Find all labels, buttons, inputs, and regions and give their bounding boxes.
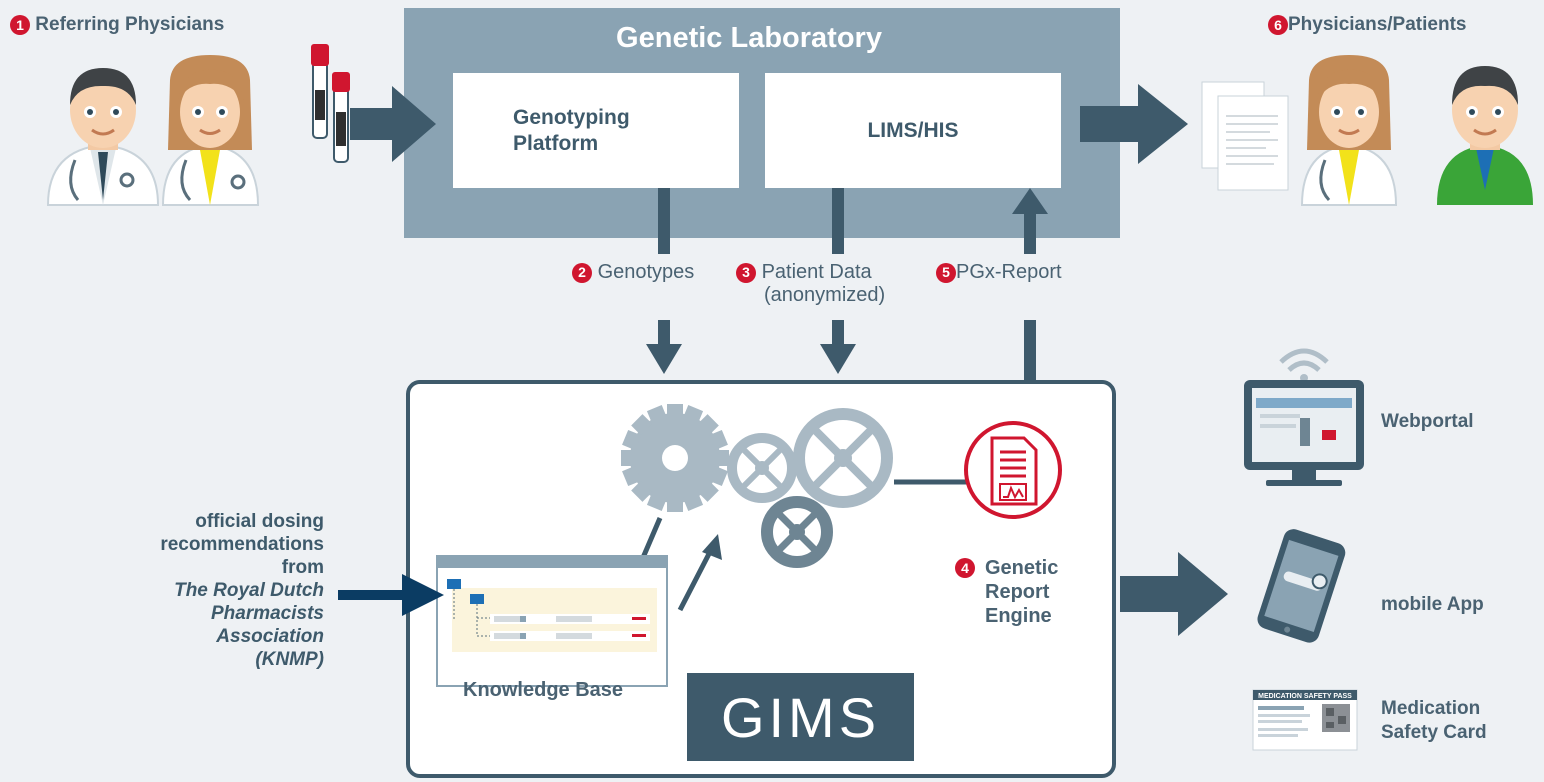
- step-badge: 1: [10, 14, 30, 35]
- gear-small-icon: [727, 433, 797, 503]
- doctor-female-icon: [161, 55, 260, 206]
- mobile-phone-icon: [1257, 529, 1346, 643]
- step-badge: 3: [736, 262, 756, 283]
- step-badge: 4: [955, 558, 975, 578]
- step-badge: 5: [936, 262, 956, 283]
- lims-his-box: LIMS/HIS: [765, 73, 1061, 188]
- gims-output-arrow: [1120, 552, 1228, 636]
- genotypes-label: 2 Genotypes: [572, 261, 694, 284]
- knowledge-base-label: Knowledge Base: [463, 679, 624, 701]
- physician-female-icon: [1300, 55, 1398, 206]
- step-badge: 6: [1268, 14, 1288, 35]
- input-arrow: [350, 86, 436, 162]
- genetic-report-engine-label: 4 Genetic Report Engine: [955, 556, 1058, 628]
- knmp-arrow: [402, 574, 444, 616]
- safety-card-label: Medication Safety Card: [1381, 698, 1487, 743]
- kb-to-gears-arrow: [702, 534, 722, 560]
- genotypes-down-arrow: [646, 344, 682, 374]
- gear-large-icon: [621, 404, 729, 512]
- safety-card-header: MEDICATION SAFETY PASS: [1258, 693, 1352, 700]
- gear-medium-icon: [793, 408, 893, 508]
- mobile-app-label: mobile App: [1381, 594, 1484, 615]
- referring-physicians-label: 1 Referring Physicians: [10, 13, 224, 37]
- patient-data-down-arrow: [820, 344, 856, 374]
- pgx-report-up-arrow: [1012, 188, 1048, 214]
- step-badge: 2: [572, 262, 592, 283]
- knmp-source-text: official dosing recommendations from The…: [160, 511, 324, 670]
- safety-card-icon: MEDICATION SAFETY PASS: [1252, 689, 1358, 751]
- gims-label: GIMS: [687, 673, 914, 761]
- patient-male-icon: [1437, 66, 1533, 205]
- gear-dark-icon: [761, 496, 833, 568]
- webportal-label: Webportal: [1381, 411, 1474, 432]
- genotypes-connector: [658, 188, 670, 254]
- patient-data-connector: [832, 188, 844, 254]
- output-arrow: [1080, 84, 1188, 164]
- genetic-laboratory-title: Genetic Laboratory: [616, 22, 882, 54]
- report-documents-icon: [1201, 81, 1289, 191]
- genotyping-platform-box: Genotyping Platform: [453, 73, 739, 188]
- patient-data-label: 3 Patient Data (anonymized): [736, 261, 885, 307]
- doctor-male-icon: [46, 68, 160, 206]
- webportal-monitor-icon: [1244, 348, 1364, 486]
- sample-tubes-icon: [311, 44, 350, 163]
- report-engine-icon: [964, 421, 1062, 519]
- pgx-report-connector: [1024, 320, 1036, 380]
- knowledge-base-window-icon: [436, 555, 668, 687]
